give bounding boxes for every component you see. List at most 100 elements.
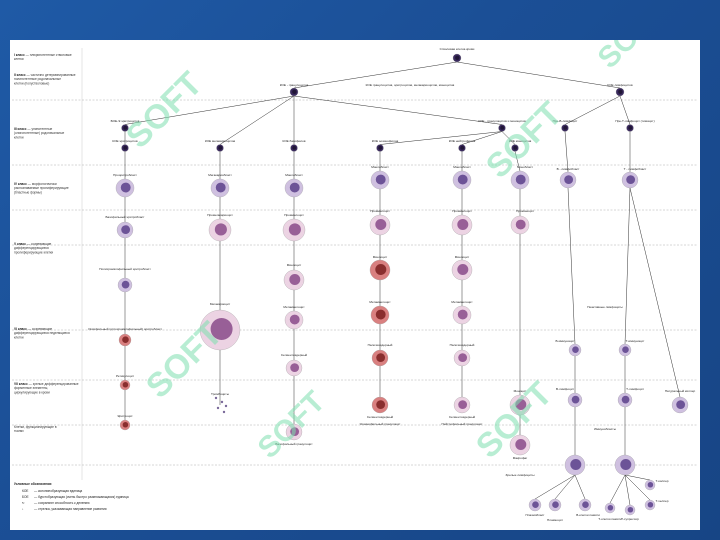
cell-b-imm-pre [568,343,582,357]
cell-macrophage [509,434,531,456]
edge-arrow [624,187,631,345]
cell-memory-t [604,502,616,514]
label-megakaryocyte: Мегакариоцит [210,302,231,306]
label-cfu-eos: КОЕ эозинофилов [372,139,399,143]
legend-title: Условные обозначения: [14,482,52,486]
label-helper: Т-хелпер [656,499,669,503]
edge-arrow [456,61,621,89]
label-seg-b: Сегментоядерный [281,353,308,357]
cell-metamyelo-n [452,305,472,325]
label-promyelocyte-n: Промиелоцит [452,209,472,213]
class-dividers [12,48,698,480]
label-promonocyte: Промоноцит [516,209,534,213]
cell-cfu-neut [458,144,466,152]
cell-t-lymph [617,392,633,408]
label-cfu-meg: КОЕ мегакариоцитов [205,139,236,143]
label-nk: Натуральный киллер [665,389,696,393]
label-killer: Т-киллер [655,479,668,483]
legend-item: — колониеобразующая единица [34,489,82,493]
label-promegakaryocyte: Промегакариоцит [207,213,233,217]
cell-baso-erythro [116,221,134,239]
label-myeloblast-n: Миелобласт [453,165,471,169]
label-bfu: БОЕ-Э эритроцитов [111,119,140,123]
edge-arrow [609,474,626,504]
label-polychrom: Полихроматофильный эритробласт [99,267,151,271]
cell-myelocyte-e [369,259,391,281]
cell-megakaryocyte [199,309,241,351]
cell-baso-gran [285,423,303,441]
edge-arrow [619,95,631,125]
legend-item: — сохраняют способность к делению [34,501,90,505]
cell-cfu-eos [376,144,384,152]
cell-pre-b [561,124,569,132]
cell-pre-t [626,124,634,132]
edge-arrow [554,474,576,500]
cell-koe-gm [498,124,506,132]
legend-item: — стрелка, указывающая направление разви… [34,507,107,511]
cell-t-lymphoblast [621,171,639,189]
edge-arrow [293,95,503,125]
cell-killer [644,479,656,491]
cell-megakaryoblast [210,178,230,198]
label-koe-gm: КОЕ - гранулоцитов и моноцитов [478,119,526,123]
cell-seg-b [285,359,303,377]
label-promyelocyte-b: Промиелоцит [284,213,304,217]
label-monoblast: Монобласт [517,165,533,169]
legend-symbol: ↻ [22,501,25,505]
legend: Условные обозначения:КОЕ— колониеобразую… [14,482,129,511]
platelet-dot [214,396,218,400]
cell-memory-b [578,498,592,512]
label-erythrocyte: Эритроцит [117,414,133,418]
label-myeloblast-e: Миелобласт [371,165,389,169]
label-b-imm: В-иммуноцит [555,339,575,343]
cell-myeloblast-n [452,170,472,190]
watermarks: SOFTSOFTSOFTSOFTSOFTSOFT [119,40,672,466]
label-myelocyte-n: Миелоцит [455,255,470,259]
label-reticulocyte: Ретикулоцит [116,374,135,378]
watermark: SOFT [252,385,332,465]
label-proerythro: Проэритробласт [113,173,137,177]
label-seg-e: Сегментоядерный [367,415,394,419]
label-seg-n: Сегментоядерный [449,415,476,419]
edge-arrow [124,95,295,125]
label-macrophage: Макрофаг [513,456,528,460]
label-pre-b: Пре-В-лимфоцит [553,119,578,123]
label-cfu-mono: КОЕ моноцитов [509,139,532,143]
cell-t-imm-pre [618,343,632,357]
label-koe-lymph: КОЕ лимфоцитов [607,83,633,87]
class-label: III класс — унипотентные(олигопотентные)… [14,127,64,139]
cell-promyelocyte-n [451,214,473,236]
label-baso-erythro: Базофильный эритробласт [105,215,145,219]
cell-t-immunoblast [614,454,636,476]
label-myelocyte-e: Миелоцит [373,255,388,259]
cell-koe-lymph [615,87,625,97]
cell-seg-n [453,396,471,414]
label-metamyelo-b: Метамиелоцит [283,305,305,309]
cell-cfu-e [121,144,129,152]
label-t-imm: Т-иммуноцит [626,339,645,343]
cell-metamyelo-b [284,310,304,330]
label-band-n: Палочкоядерный [450,343,475,347]
cell-proerythro [115,178,135,198]
cell-promonocyte [510,215,530,235]
label-plasmablast: Плазмобласт [525,513,545,517]
label-nonact: Зрелые лимфоциты [506,473,536,477]
edge-arrow [219,95,295,145]
edge-arrow [567,187,576,345]
label-metamyelo-e: Метамиелоцит [369,300,391,304]
edge-arrow [564,131,569,173]
watermark: SOFT [592,40,672,75]
label-virgin: Неактивные лимфоциты [587,305,623,309]
legend-symbol: БОЕ [22,495,29,499]
edge-arrow [574,474,586,500]
label-megakaryoblast: Мегакариобласт [208,173,232,177]
platelet-dot [224,404,228,408]
cell-plasmablast [528,498,542,512]
